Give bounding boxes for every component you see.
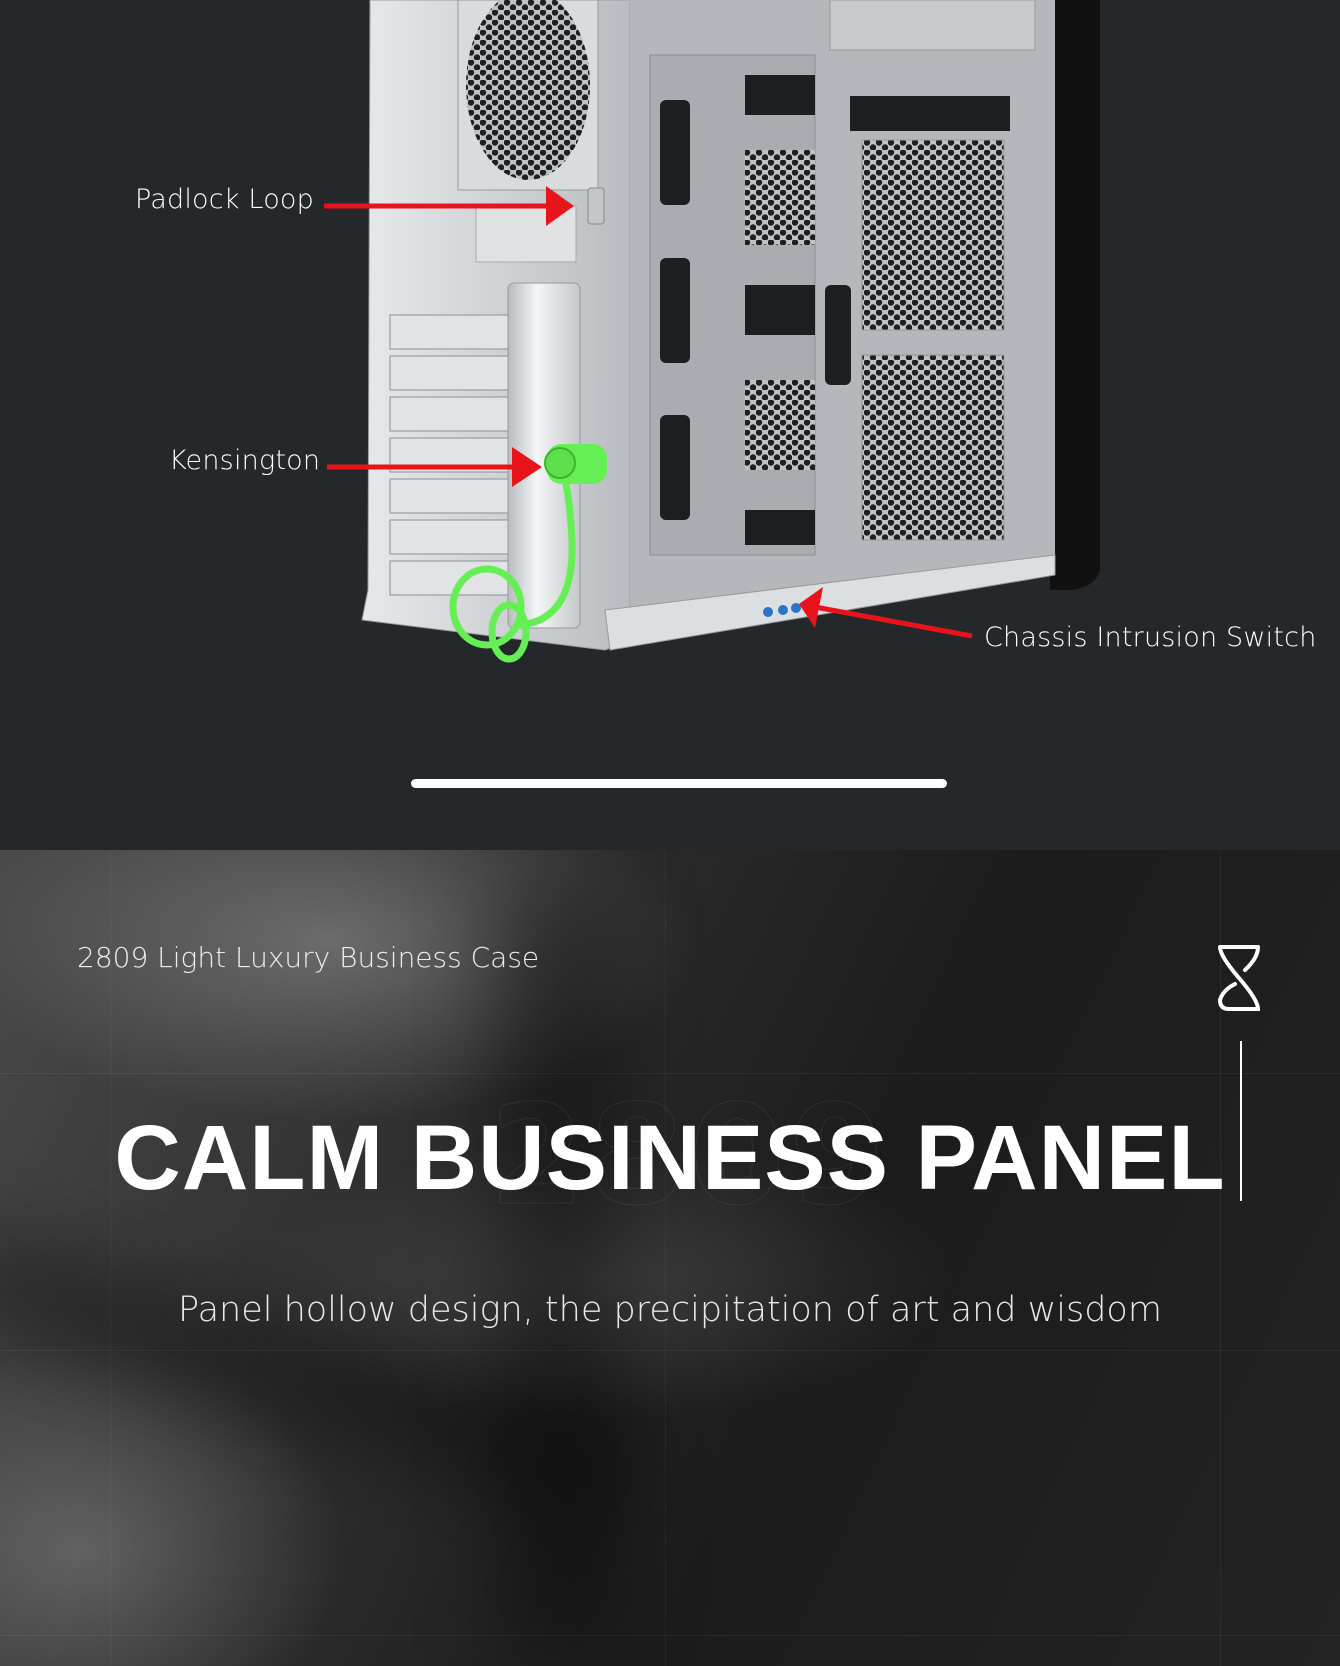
grid-line <box>1220 850 1221 1666</box>
hourglass-logo-icon <box>1217 945 1261 1011</box>
pc-case-image <box>324 0 1100 663</box>
grid-line <box>0 1350 1340 1351</box>
padlock-loop-label: Padlock Loop <box>135 184 314 215</box>
light-shadow <box>500 890 620 1650</box>
product-feature-section: Padlock Loop Kensington Chassis Intrusio… <box>135 0 1317 788</box>
chassis-intrusion-switch-label: Chassis Intrusion Switch <box>984 622 1317 653</box>
kensington-label: Kensington <box>169 445 321 476</box>
vertical-divider <box>1240 1041 1242 1201</box>
grid-line <box>0 1073 1340 1074</box>
grid-line <box>0 1635 1340 1636</box>
grid-line <box>110 850 111 1666</box>
banner-subtitle: Panel hollow design, the precipitation o… <box>178 1290 1162 1330</box>
model-watermark: 2809 <box>488 1075 890 1237</box>
banner-title: CALM BUSINESS PANEL <box>114 1107 1226 1209</box>
calm-business-panel-banner: 2809 Light Luxury Business Case 2809 CAL… <box>0 850 1340 1666</box>
sub-brand-text: 2809 Light Luxury Business Case <box>77 941 540 974</box>
kensington-lock <box>449 476 576 663</box>
carousel-progress-bar[interactable] <box>411 779 947 788</box>
grid-line <box>665 850 666 1666</box>
callout-arrows <box>324 186 973 639</box>
